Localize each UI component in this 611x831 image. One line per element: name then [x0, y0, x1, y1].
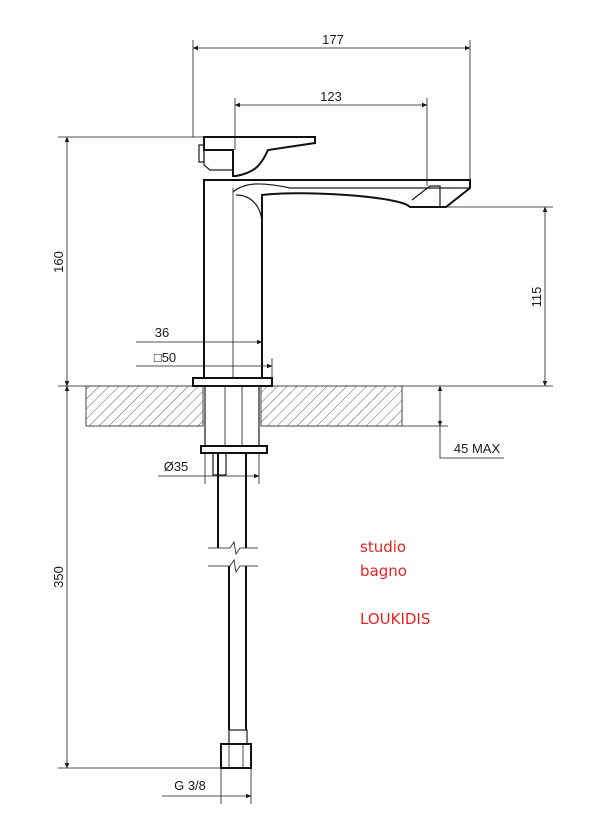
dimension-label-350: 350: [51, 566, 66, 588]
dimension-body-width: 36: [136, 325, 263, 345]
dimension-label-g38: G 3/8: [174, 778, 206, 793]
dimension-max-thickness: 45 MAX: [402, 385, 504, 459]
brand-line-studio: studio: [360, 538, 406, 556]
dimension-label-123: 123: [320, 89, 342, 104]
handle-cap: [198, 144, 205, 163]
break-line-lower: [208, 558, 258, 574]
lock-nut: [200, 445, 268, 454]
dimension-base-square: □50: [136, 350, 273, 378]
dimension-overall-height: 160: [51, 136, 204, 387]
dimension-label-160: 160: [51, 251, 66, 273]
dimension-label-36: 36: [155, 325, 169, 340]
connection-nut: [220, 743, 252, 769]
countertop: [85, 385, 403, 427]
brand-watermark: studio bagno LOUKIDIS: [360, 538, 430, 628]
brand-line-loukidis: LOUKIDIS: [360, 610, 430, 628]
threaded-rod: [212, 452, 227, 476]
dimension-label-177: 177: [322, 32, 344, 47]
dimension-label-115: 115: [529, 287, 544, 308]
countertop-right-section: [260, 385, 403, 427]
dimension-spout-height: 115: [402, 206, 553, 387]
shank: [204, 385, 260, 447]
dimension-overall-width: 177: [192, 32, 471, 180]
lever-handle: [203, 136, 316, 177]
base-plate: [192, 377, 273, 387]
spout-inner-curve: [232, 183, 470, 193]
dimension-label-35: Ø35: [164, 459, 189, 474]
countertop-left-section: [85, 385, 204, 427]
aerator: [411, 185, 441, 207]
brand-line-bagno: bagno: [360, 562, 407, 580]
spout-under-curve: [235, 194, 263, 226]
faucet-column: [203, 179, 471, 378]
handle-joint: [203, 150, 233, 171]
dimension-connection: G 3/8: [162, 768, 252, 804]
dimension-label-50: □50: [154, 350, 176, 365]
dimension-shank-diameter: Ø35: [158, 453, 260, 484]
break-line-upper: [208, 540, 258, 556]
dimension-label-45-max: 45 MAX: [454, 441, 501, 456]
dimension-hose-length: 350: [51, 385, 221, 769]
faucet-body: [192, 136, 471, 387]
hose-ferrule: [228, 729, 248, 745]
dimension-spout-reach: 123: [234, 89, 428, 186]
shank-and-hose: [200, 385, 268, 769]
